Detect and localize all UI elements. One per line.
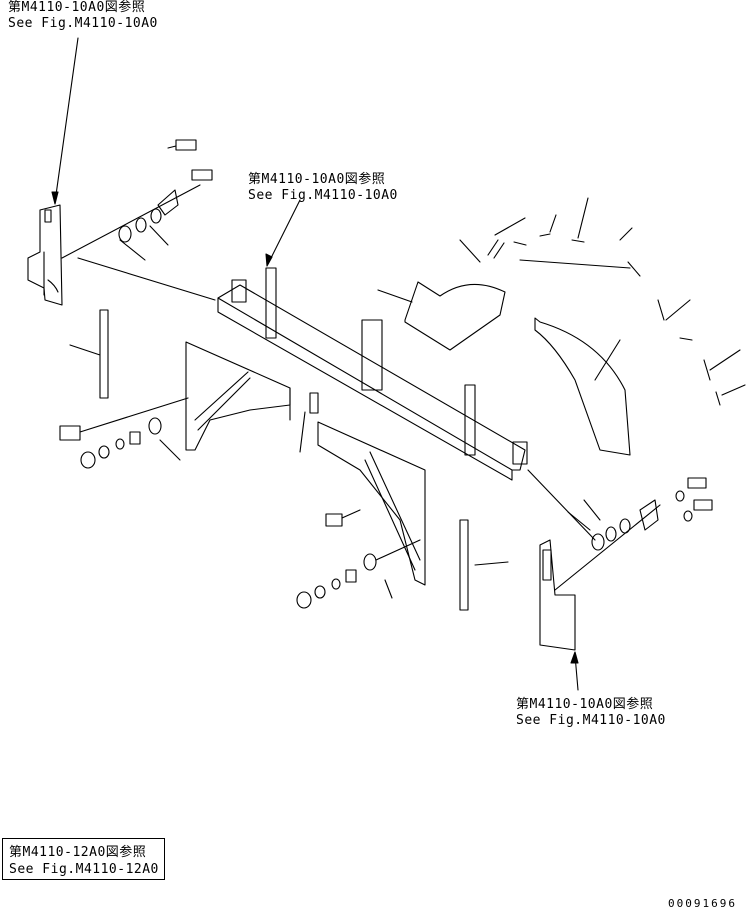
reference-box: 第M4110-12A0図参照 See Fig.M4110-12A0: [2, 838, 165, 880]
callout-jp: 第M4110-10A0図参照: [8, 0, 146, 15]
left-bolt-set: [61, 139, 213, 259]
part-leader-lines: [69, 197, 746, 599]
callout-en: See Fig.M4110-10A0: [8, 16, 158, 31]
callout-fig-ref-center: 第M4110-10A0図参照 See Fig.M4110-10A0: [248, 172, 398, 204]
left-rear-bracket: [27, 204, 63, 306]
callout-jp: 第M4110-10A0図参照: [248, 172, 386, 187]
reference-en: See Fig.M4110-12A0: [9, 862, 159, 877]
left-gusset-plate: [185, 341, 291, 451]
leader-arrows: [51, 37, 579, 691]
callout-fig-ref-left: 第M4110-10A0図参照 See Fig.M4110-10A0: [8, 0, 158, 32]
callout-en: See Fig.M4110-10A0: [248, 188, 398, 203]
drawing-number: 00091696: [668, 897, 737, 910]
clip-pieces: [487, 233, 721, 406]
callout-fig-ref-right: 第M4110-10A0図参照 See Fig.M4110-10A0: [516, 697, 666, 729]
callout-jp: 第M4110-10A0図参照: [516, 697, 654, 712]
callout-en: See Fig.M4110-10A0: [516, 713, 666, 728]
main-cross-member: [77, 257, 596, 541]
right-gusset-plate: [317, 421, 426, 586]
right-bolt-set: [591, 477, 713, 551]
lower-right-fasteners: [296, 509, 421, 609]
vertical-posts: [99, 267, 476, 611]
right-fender-panel: [534, 317, 631, 456]
left-fender-panel: [404, 281, 506, 351]
right-rear-bracket: [539, 504, 661, 651]
lower-left-fasteners: [59, 397, 189, 469]
reference-jp: 第M4110-12A0図参照: [9, 845, 147, 860]
